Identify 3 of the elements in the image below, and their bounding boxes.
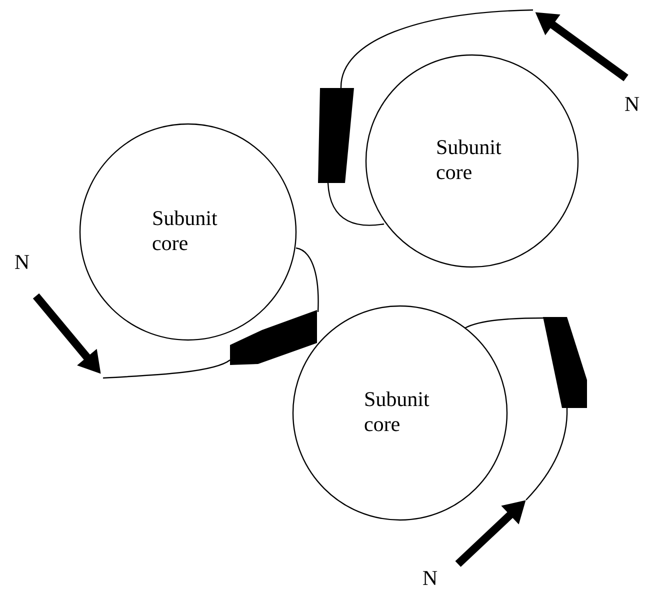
terminus-label: N: [15, 255, 30, 269]
terminus-label: N: [423, 571, 438, 585]
terminus-label: N: [625, 97, 640, 111]
